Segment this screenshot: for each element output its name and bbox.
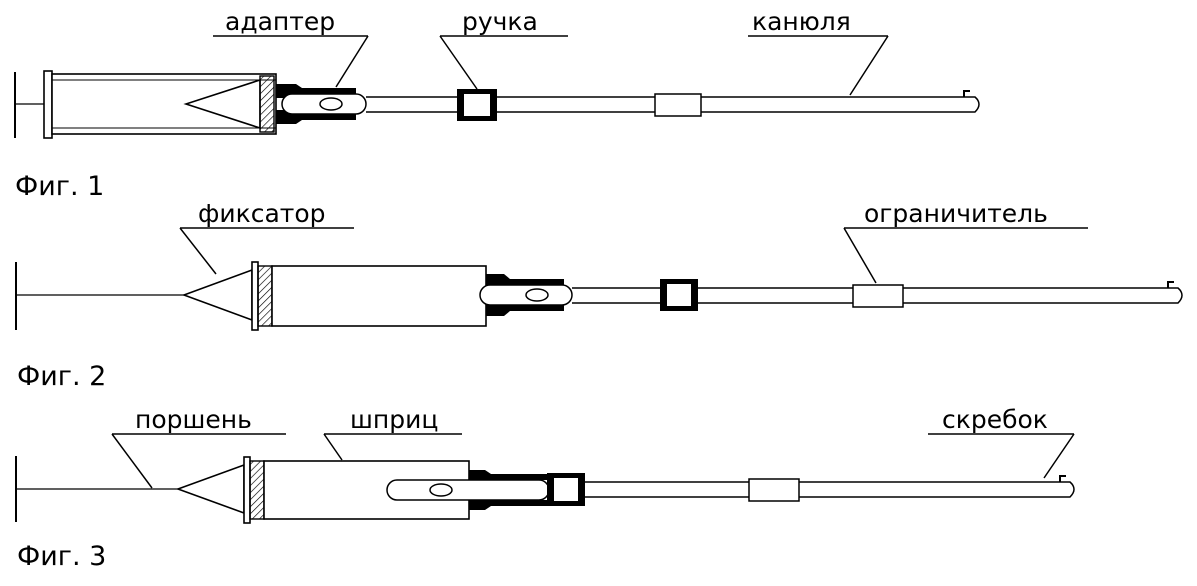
limiter [748, 478, 800, 502]
adapter-hole [319, 97, 343, 111]
limiter [654, 93, 702, 117]
label-fixator: фиксатор [198, 199, 326, 228]
limiter [852, 284, 904, 308]
label-piston: поршень [135, 405, 252, 434]
scraper-hook [960, 96, 980, 113]
piston-cone [181, 268, 253, 322]
scraper-hook [1056, 481, 1075, 498]
figure-caption: Фиг. 3 [17, 541, 106, 572]
syringe-flange [43, 70, 53, 139]
piston-seal [257, 265, 273, 327]
syringe-barrel [271, 265, 487, 327]
figure-1: адаптер ручка канюля Фиг. 1 [14, 7, 980, 202]
label-limiter: ограничитель [864, 199, 1048, 228]
adapter-hole [525, 288, 549, 302]
figure-caption: Фиг. 1 [15, 171, 104, 202]
label-adapter: адаптер [225, 7, 335, 36]
figure-3: поршень шприц скребок Фиг. 3 [15, 405, 1075, 572]
label-syringe: шприц [350, 405, 438, 434]
label-scraper: скребок [942, 405, 1048, 434]
label-handle: ручка [462, 7, 538, 36]
label-cannula: канюля [752, 7, 851, 36]
figure-2: фиксатор ограничитель Фиг. 2 [15, 199, 1183, 392]
piston-cone [175, 463, 245, 515]
piston-seal [249, 460, 265, 520]
syringe-flange [243, 456, 251, 524]
piston-seal [259, 75, 275, 133]
figure-caption: Фиг. 2 [17, 361, 106, 392]
syringe-flange [251, 261, 259, 331]
adapter-hole [429, 483, 453, 497]
scraper-hook [1164, 287, 1183, 304]
